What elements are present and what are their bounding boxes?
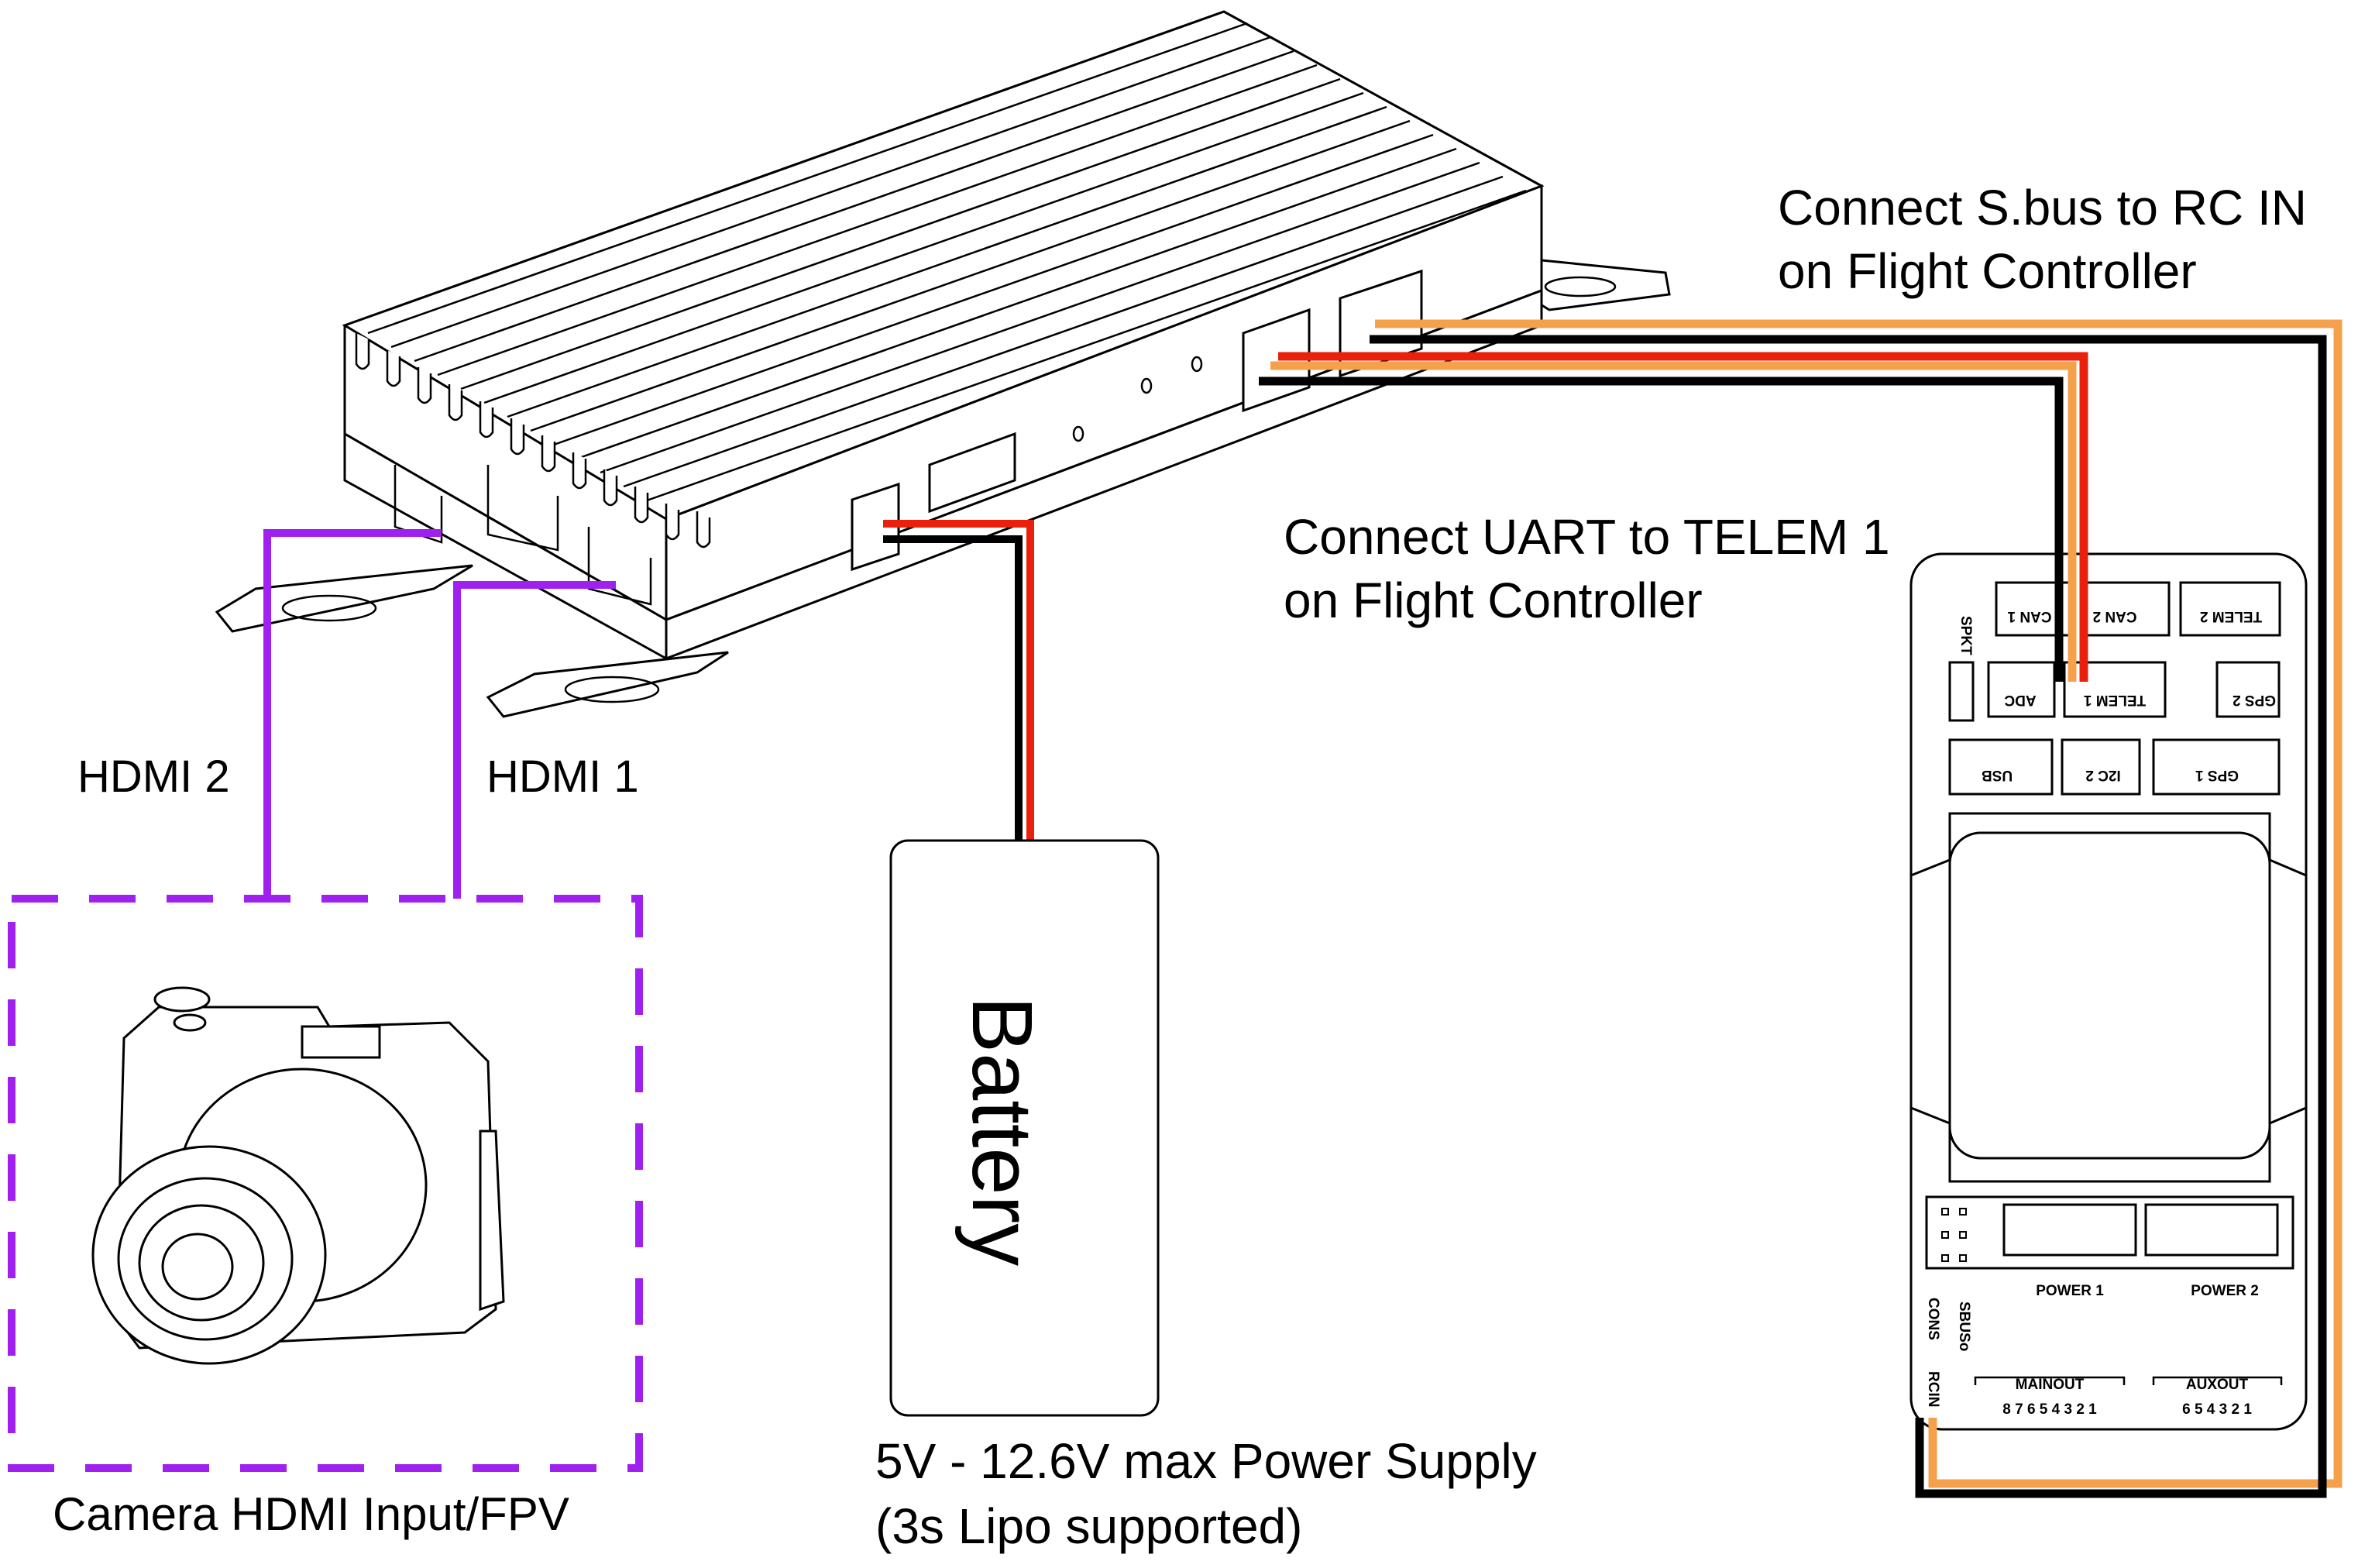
battery-pack [889, 839, 1160, 1417]
fc-label-gps2: GPS 2 [2233, 692, 2276, 708]
fc-label-gps1: GPS 1 [2195, 767, 2239, 783]
fc-label-auxout: AUXOUT [2186, 1377, 2249, 1393]
power-port [851, 482, 900, 572]
power-supply-label-line1: 5V - 12.6V max Power Supply [875, 1433, 1537, 1489]
fc-label-usb: USB [1982, 767, 2013, 783]
fc-label-power1: POWER 1 [2036, 1283, 2104, 1299]
fc-label-can1: CAN 1 [2007, 608, 2051, 624]
battery-black-wire [883, 535, 1023, 844]
sbus-orange-wire [1375, 319, 2343, 1488]
flight-controller: CAN 1 CAN 2 TELEM 2 ADC TELEM 1 GPS 2 US… [1909, 552, 2308, 1431]
fc-label-sbuso: SBUSo [1956, 1302, 1972, 1351]
uart-label-line2: on Flight Controller [1284, 573, 1703, 628]
uart-wires [1259, 352, 2088, 682]
fc-label-rcin: RCIN [1925, 1371, 1941, 1407]
fc-label-i2c2: I2C 2 [2085, 767, 2120, 783]
fc-label-cons: CONS [1925, 1298, 1941, 1340]
fc-label-telem1: TELEM 1 [2083, 692, 2146, 708]
fc-auxout-pins: 6 5 4 3 2 1 [2182, 1401, 2252, 1418]
fc-label-power2: POWER 2 [2191, 1283, 2259, 1299]
camera-dashed-box [8, 895, 643, 1472]
sbus-wires [1370, 319, 2343, 1498]
camera-label: Camera HDMI Input/FPV [53, 1488, 569, 1540]
hdmi1-wire [453, 581, 616, 899]
battery-label: Battery [954, 996, 1050, 1266]
fc-mainout-pins: 8 7 6 5 4 3 2 1 [2002, 1401, 2097, 1418]
camera-icon [91, 986, 505, 1365]
hdmi-wires [8, 529, 643, 1472]
ethernet-port [928, 432, 1016, 514]
fc-label-telem2: TELEM 2 [2200, 608, 2262, 624]
sbus-black-wire [1370, 335, 2327, 1498]
fc-label-mainout: MAINOUT [2016, 1377, 2085, 1393]
uart-label-line1: Connect UART to TELEM 1 [1284, 509, 1890, 565]
hdmi2-label: HDMI 2 [77, 751, 230, 802]
power-supply-label-line2: (3s Lipo supported) [875, 1498, 1302, 1554]
sbus-label-line1: Connect S.bus to RC IN [1778, 180, 2307, 236]
fc-label-can2: CAN 2 [2092, 608, 2136, 624]
companion-computer-box [215, 10, 1671, 718]
battery-red-wire [883, 520, 1034, 844]
uart-red-wire [1278, 352, 2088, 682]
battery-wires [883, 520, 1034, 844]
fc-label-adc: ADC [2004, 692, 2036, 708]
sbus-label-line2: on Flight Controller [1778, 243, 2197, 299]
hdmi2-wire [263, 529, 442, 899]
uart-black-wire [1259, 377, 2064, 682]
fc-label-spkt: SPKT [1958, 616, 1974, 655]
uart-orange-wire [1270, 361, 2077, 682]
hdmi1-label: HDMI 1 [486, 751, 639, 802]
